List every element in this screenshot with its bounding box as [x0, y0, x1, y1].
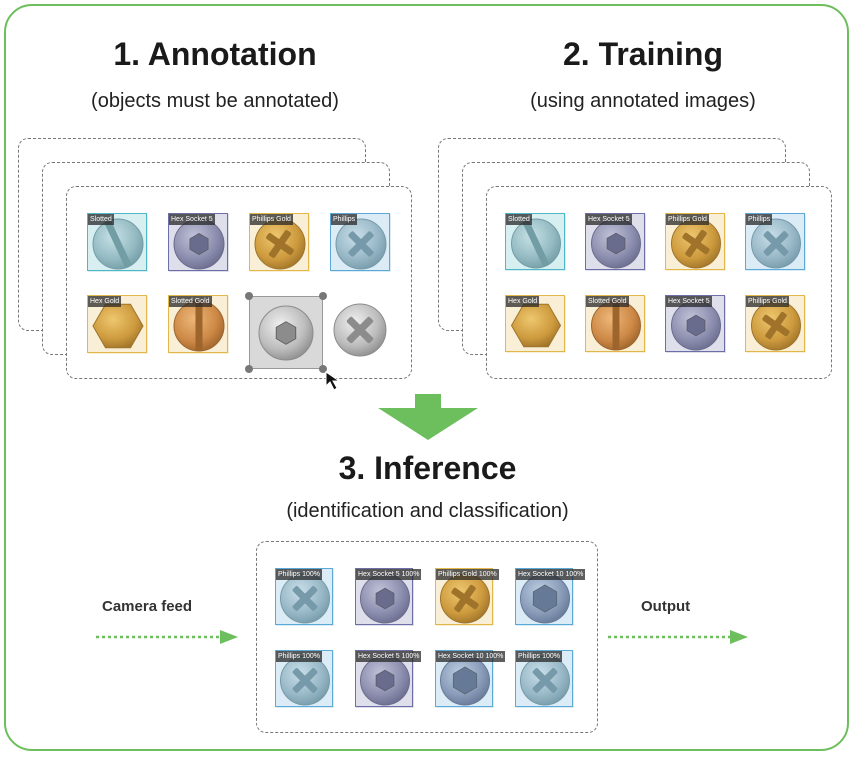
training-tile-label: Slotted: [506, 214, 532, 225]
mouse-cursor-icon: [325, 371, 341, 391]
annotation-tile: Slotted Gold: [168, 295, 229, 354]
camera-feed-label: Camera feed: [102, 598, 193, 615]
annotation-selection-box[interactable]: [249, 296, 323, 369]
annotation-tile: Phillips: [330, 213, 391, 272]
inference-tile-label: Hex Socket 10 100%: [516, 569, 586, 580]
training-title: 2. Training: [562, 36, 724, 72]
training-tile: Slotted Gold: [585, 295, 646, 353]
training-tile-label: Phillips: [746, 214, 773, 225]
training-tile: Phillips Gold: [665, 213, 726, 271]
training-tile-label: Hex Socket 5: [586, 214, 632, 225]
inference-tile: Hex Socket 5 100%: [355, 568, 422, 626]
output-label: Output: [641, 598, 691, 615]
annotation-tile: Phillips Gold: [249, 213, 310, 272]
annotation-tile-label: Hex Gold: [88, 296, 122, 307]
inference-tile-label: Hex Socket 5 100%: [356, 569, 422, 580]
inference-tile-label: Hex Socket 10 100%: [436, 651, 506, 662]
inference-tile-label: Phillips 100%: [276, 651, 323, 662]
inference-tile: Phillips 100%: [275, 650, 334, 708]
training-tile-label: Hex Socket 5: [666, 296, 712, 307]
training-tile: Hex Socket 5: [585, 213, 646, 271]
training-tile: Hex Gold: [505, 295, 566, 353]
inference-tile: Hex Socket 10 100%: [515, 568, 586, 626]
inference-tile: Phillips 100%: [275, 568, 334, 626]
screw-head-icon: [510, 303, 562, 348]
output-arrow-icon: [608, 630, 748, 644]
training-tile: Phillips Gold: [745, 295, 806, 353]
resize-handle[interactable]: [245, 365, 253, 373]
inference-subtitle: (identification and classification): [286, 500, 569, 522]
annotation-tile: Hex Gold: [87, 295, 148, 354]
annotation-tile-label: Phillips: [331, 214, 358, 225]
annotation-title: 1. Annotation: [113, 36, 317, 72]
training-tile-label: Slotted Gold: [586, 296, 629, 307]
inference-tile: Phillips Gold 100%: [435, 568, 499, 626]
resize-handle[interactable]: [319, 365, 327, 373]
annotation-tile: Hex Socket 5: [168, 213, 229, 272]
inference-tile-label: Phillips Gold 100%: [436, 569, 499, 580]
resize-handle[interactable]: [245, 292, 253, 300]
inference-title: 3. Inference: [338, 450, 517, 486]
resize-handle[interactable]: [319, 292, 327, 300]
inference-card: Phillips 100% Hex Socket 5 100% Phillips G…: [256, 541, 598, 733]
camera-feed-arrow-icon: [96, 630, 238, 644]
training-subtitle: (using annotated images): [530, 90, 756, 112]
inference-tile: Hex Socket 5 100%: [355, 650, 422, 708]
annotation-tile-label: Slotted Gold: [169, 296, 212, 307]
outer-frame: [4, 4, 849, 751]
training-tile: Phillips: [745, 213, 806, 271]
screw-head-icon: [92, 303, 144, 349]
annotation-tile: Slotted: [87, 213, 148, 272]
training-tile: Slotted: [505, 213, 566, 271]
inference-tile-label: Hex Socket 5 100%: [356, 651, 422, 662]
annotation-tile-label: Slotted: [88, 214, 114, 225]
annotation-tile-label: Hex Socket 5: [169, 214, 215, 225]
unlabeled-screw-icon: [333, 303, 387, 357]
annotation-card: Slotted Hex Socket 5 Phillips Gold Phillips…: [66, 186, 412, 391]
training-tile-label: Phillips Gold: [746, 296, 789, 307]
training-tile-label: Phillips Gold: [666, 214, 709, 225]
inference-tile-label: Phillips 100%: [516, 651, 563, 662]
training-tile-label: Hex Gold: [506, 296, 540, 307]
inference-tile: Hex Socket 10 100%: [435, 650, 506, 708]
inference-tile: Phillips 100%: [515, 650, 574, 708]
down-arrow-icon: [378, 394, 478, 440]
inference-tile-label: Phillips 100%: [276, 569, 323, 580]
annotation-tile-label: Phillips Gold: [250, 214, 293, 225]
training-tile: Hex Socket 5: [665, 295, 726, 353]
annotation-subtitle: (objects must be annotated): [91, 90, 339, 112]
